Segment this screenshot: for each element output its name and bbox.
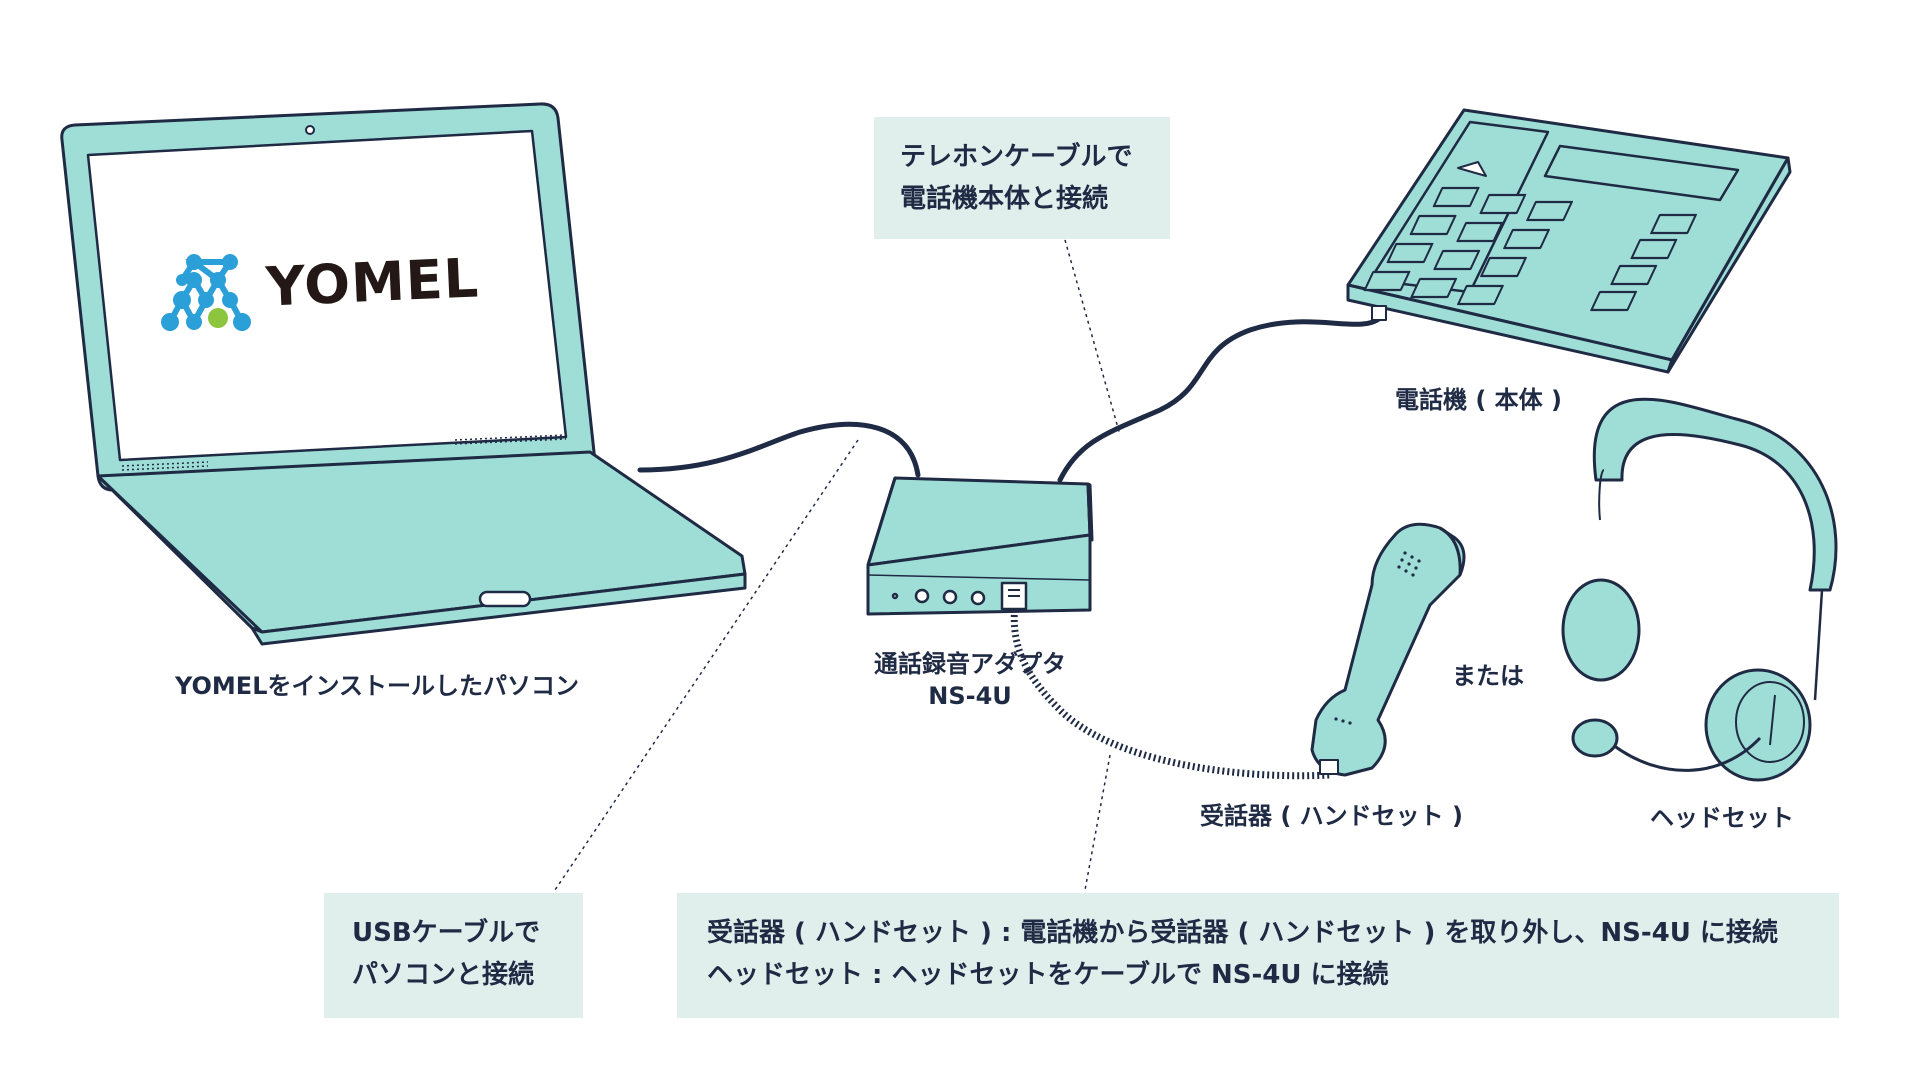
- callout-usb-cable-line2: パソコンと接続: [352, 959, 535, 990]
- callout-telephone-cable-line2: 電話機本体と接続: [900, 183, 1109, 214]
- label-or: または: [1452, 662, 1524, 690]
- label-adapter: 通話録音アダプタ NS-4U: [820, 648, 1120, 713]
- callout-handset-headset-line2: ヘッドセット : ヘッドセットをケーブルで NS-4U に接続: [707, 959, 1389, 990]
- adapter-ns4u: [866, 476, 1094, 616]
- yomel-logo-text: YOMEL: [264, 246, 481, 319]
- label-adapter-line1: 通話録音アダプタ: [874, 650, 1066, 678]
- callout-telephone-cable: テレホンケーブルで 電話機本体と接続: [874, 117, 1170, 239]
- usb-cable: [637, 421, 921, 478]
- label-headset: ヘッドセット: [1650, 804, 1794, 832]
- handset: [1310, 522, 1466, 777]
- leader-telephone-cable: [1064, 239, 1121, 436]
- callout-handset-headset: 受話器 ( ハンドセット ) : 電話機から受話器 ( ハンドセット ) を取り…: [677, 893, 1839, 1018]
- leader-handset: [1084, 754, 1111, 891]
- callout-telephone-cable-line1: テレホンケーブルで: [900, 142, 1133, 172]
- telephone-cable: [1057, 315, 1383, 483]
- label-handset: 受話器 ( ハンドセット ): [1200, 802, 1464, 830]
- label-adapter-line2: NS-4U: [928, 682, 1012, 711]
- telephone-base: [1346, 108, 1792, 374]
- label-laptop: YOMELをインストールしたパソコン: [175, 672, 580, 700]
- callout-handset-headset-line1: 受話器 ( ハンドセット ) : 電話機から受話器 ( ハンドセット ) を取り…: [707, 918, 1778, 948]
- laptop: [60, 102, 747, 646]
- callout-usb-cable-line1: USBケーブルで: [352, 918, 541, 948]
- callout-usb-cable: USBケーブルで パソコンと接続: [324, 893, 583, 1018]
- headset: [1561, 397, 1838, 782]
- label-phone: 電話機 ( 本体 ): [1395, 386, 1563, 414]
- yomel-logo-mark: [161, 254, 251, 331]
